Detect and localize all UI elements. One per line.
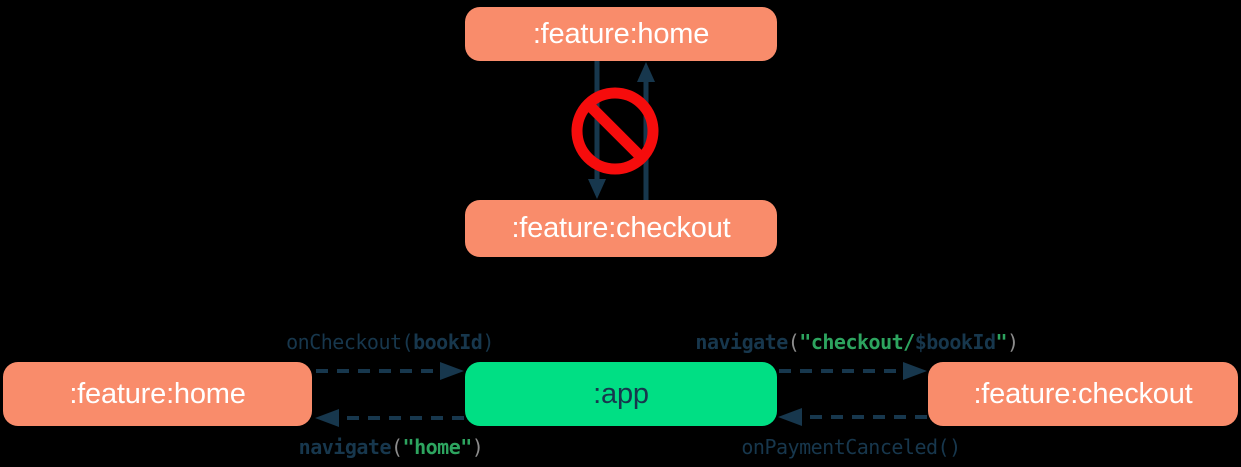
edge-label-oncheckout: onCheckout(bookId) bbox=[286, 330, 494, 354]
edge-navigate-home-head bbox=[315, 409, 339, 427]
code-text: ) bbox=[471, 435, 484, 459]
node-app: :app bbox=[465, 362, 777, 426]
edge-navigate-checkout-head bbox=[903, 362, 927, 380]
code-text: navigate bbox=[298, 435, 392, 459]
code-text: onPaymentCanceled() bbox=[741, 435, 961, 459]
code-text: "checkout/ bbox=[799, 330, 915, 354]
node-label: :feature:home bbox=[69, 377, 246, 410]
edge-label-navigate-checkout: navigate("checkout/$bookId") bbox=[695, 330, 1019, 354]
code-text: navigate bbox=[695, 330, 788, 354]
no-entry-icon bbox=[571, 87, 659, 175]
code-text: ( bbox=[390, 435, 403, 459]
edge-oncheckout-head bbox=[440, 362, 464, 380]
code-text: ( bbox=[787, 330, 800, 354]
code-text: ) bbox=[482, 330, 494, 354]
code-text: $bookId bbox=[914, 330, 996, 354]
node-feature-home-bottom: :feature:home bbox=[3, 362, 312, 426]
edge-onpaymentcanceled-head bbox=[778, 408, 802, 426]
node-feature-checkout-top: :feature:checkout bbox=[465, 200, 777, 257]
edge-label-navigate-home: navigate("home") bbox=[299, 435, 484, 459]
forbidden-dependency-arrows bbox=[588, 61, 655, 200]
node-feature-home-top: :feature:home bbox=[465, 7, 777, 61]
node-label: :feature:checkout bbox=[973, 377, 1193, 410]
code-text: " bbox=[995, 330, 1008, 354]
code-text: ) bbox=[1007, 330, 1019, 354]
code-text: onCheckout( bbox=[286, 330, 414, 354]
arrow-checkout-to-home-head bbox=[637, 62, 655, 82]
arrow-home-to-checkout-head bbox=[588, 179, 606, 199]
code-text: "home" bbox=[402, 435, 473, 459]
node-label: :feature:home bbox=[532, 17, 710, 50]
node-label: :app bbox=[593, 377, 649, 410]
node-label: :feature:checkout bbox=[511, 212, 731, 244]
code-text: bookId bbox=[413, 330, 483, 354]
edge-label-onpaymentcanceled: onPaymentCanceled() bbox=[741, 435, 961, 459]
node-feature-checkout-bottom: :feature:checkout bbox=[928, 362, 1238, 426]
